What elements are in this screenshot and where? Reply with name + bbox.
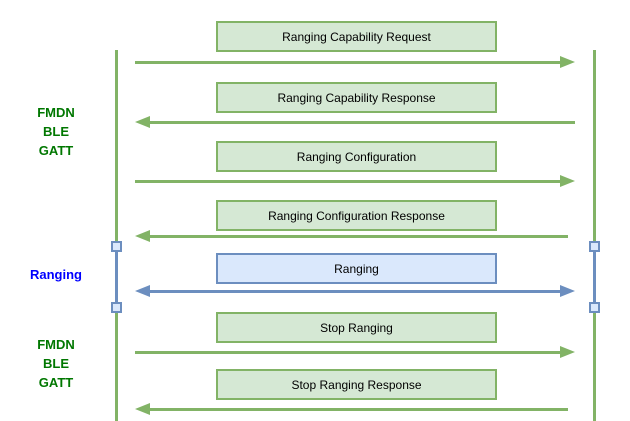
message-box: Ranging Configuration — [216, 141, 497, 172]
message-arrow — [150, 290, 560, 293]
message-box: Ranging — [216, 253, 497, 284]
message-box: Stop Ranging — [216, 312, 497, 343]
message-box: Ranging Configuration Response — [216, 200, 497, 231]
message-arrow — [135, 61, 561, 64]
activation-endpoint-square — [589, 241, 600, 252]
arrowhead-right-icon — [560, 175, 575, 187]
message-arrow — [150, 408, 568, 411]
activation-segment-right — [593, 246, 596, 308]
lifeline-left — [115, 50, 118, 421]
arrowhead-left-icon — [135, 403, 150, 415]
arrowhead-right-icon — [560, 346, 575, 358]
message-arrow — [150, 121, 575, 124]
phase-label-line: GATT — [38, 375, 74, 390]
arrowhead-left-icon — [135, 230, 150, 242]
message-arrow — [150, 235, 568, 238]
phase-label-line: Ranging — [30, 267, 82, 282]
phase-label-line: BLE — [43, 124, 69, 139]
arrowhead-left-icon — [135, 285, 150, 297]
phase-label-fmdn-ble-gatt-bottom: FMDN BLE GATT — [0, 335, 112, 392]
message-arrow — [135, 351, 561, 354]
activation-endpoint-square — [589, 302, 600, 313]
arrowhead-right-icon — [560, 285, 575, 297]
phase-label-line: FMDN — [37, 337, 75, 352]
message-box: Ranging Capability Response — [216, 82, 497, 113]
phase-label-line: BLE — [43, 356, 69, 371]
phase-label-line: FMDN — [37, 105, 75, 120]
arrowhead-left-icon — [135, 116, 150, 128]
activation-segment-left — [115, 246, 118, 308]
phase-label-fmdn-ble-gatt-top: FMDN BLE GATT — [0, 103, 112, 160]
activation-endpoint-square — [111, 302, 122, 313]
activation-endpoint-square — [111, 241, 122, 252]
phase-label-ranging: Ranging — [0, 265, 112, 284]
arrowhead-right-icon — [560, 56, 575, 68]
phase-label-line: GATT — [38, 143, 74, 158]
lifeline-right — [593, 50, 596, 421]
message-box: Ranging Capability Request — [216, 21, 497, 52]
message-box: Stop Ranging Response — [216, 369, 497, 400]
message-arrow — [135, 180, 561, 183]
